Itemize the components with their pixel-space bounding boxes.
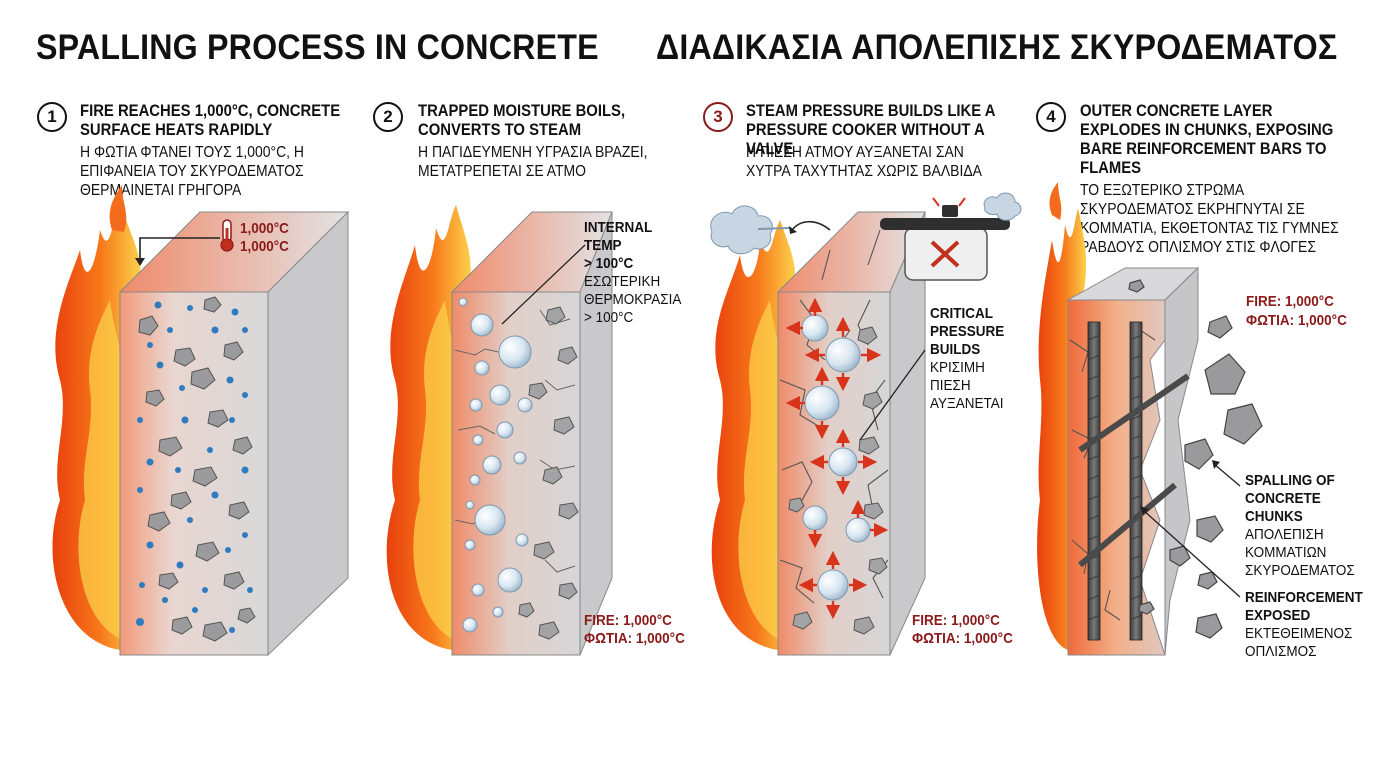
step-1-number: 1	[37, 102, 67, 132]
step-4-rebar-gr-2: ΟΠΛΙΣΜΟΣ	[1245, 643, 1317, 660]
panel-4-rebar-leader	[1142, 509, 1241, 598]
step-2-fire-gr: ΦΩΤΙΑ: 1,000°C	[584, 630, 685, 647]
step-3-label-en-1: CRITICAL	[930, 305, 993, 322]
step-4-spall-en-2: CONCRETE CHUNKS	[1245, 490, 1321, 525]
step-3-number: 3	[703, 102, 733, 132]
step-4-spall-gr-2: ΚΟΜΜΑΤΙΩΝ	[1245, 544, 1327, 561]
pressure-cooker-icon	[880, 192, 1022, 281]
step-4-fire-gr: ΦΩΤΙΑ: 1,000°C	[1246, 312, 1347, 329]
steam-puff-icon	[710, 205, 831, 255]
step-1-heading-en: FIRE REACHES 1,000°C, CONCRETE SURFACE H…	[80, 102, 341, 139]
step-3-fire-en: FIRE: 1,000°C	[912, 612, 1000, 629]
panel-3-fire	[711, 220, 796, 650]
step-4-heading-gr: ΤΟ ΕΞΩΤΕΡΙΚΟ ΣΤΡΩΜΑ ΣΚΥΡΟΔΕΜΑΤΟΣ ΕΚΡΗΓΝΥ…	[1080, 182, 1339, 256]
step-2-label-en-1: INTERNAL	[584, 219, 653, 236]
step-3-label-gr-1: ΚΡΙΣΙΜΗ ΠΙΕΣΗ	[930, 359, 985, 394]
panel-2-steam-bubbles	[458, 297, 533, 633]
step-4-rebar-gr-1: ΕΚΤΕΘΕΙΜΕΝΟΣ	[1245, 625, 1353, 642]
step-2-heading-en: TRAPPED MOISTURE BOILS, CONVERTS TO STEA…	[418, 102, 626, 139]
step-1-heading-gr: Η ΦΩΤΙΑ ΦΤΑΝΕΙ ΤΟΥΣ 1,000°C, Η ΕΠΙΦΑΝΕΙΑ…	[80, 144, 304, 199]
panel-1-thermometer-icon	[135, 219, 234, 266]
step-2-internal-temp-label: INTERNAL TEMP > 100°C ΕΣΩΤΕΡΙΚΗ ΘΕΡΜΟΚΡΑ…	[584, 219, 692, 327]
step-4-rebar-en-1: REINFORCEMENT	[1245, 589, 1363, 606]
panel-4-flying-chunks	[1128, 279, 1263, 639]
step-2-label-gr-1: ΕΣΩΤΕΡΙΚΗ	[584, 273, 661, 290]
step-3-label-en-3: BUILDS	[930, 341, 981, 358]
step-2-label-en-3: > 100°C	[584, 255, 634, 272]
panel-2-fire	[386, 205, 471, 650]
panel-2-aggregate	[518, 306, 579, 640]
panel-1-aggregate	[138, 296, 256, 642]
step-3-label-en-2: PRESSURE	[930, 323, 1005, 340]
panel-4-rebar-bars	[1078, 321, 1190, 641]
step-2-label-gr-3: > 100°C	[584, 309, 634, 326]
step-3-heading-gr: Η ΠΙΕΣΗ ΑΤΜΟΥ ΑΥΞΑΝΕΤΑΙ ΣΑΝ ΧΥΤΡΑ ΤΑΧΥΤΗ…	[746, 144, 982, 180]
step-4-spall-gr-3: ΣΚΥΡΟΔΕΜΑΤΟΣ	[1245, 562, 1355, 579]
step-2-number: 2	[373, 102, 403, 132]
step-2-label-en-2: TEMP	[584, 237, 622, 254]
step-4-number: 4	[1036, 102, 1066, 132]
panel-3-leader-line	[859, 349, 926, 441]
panel-4-spall-arrowhead	[1212, 460, 1220, 469]
step-2-fire-en: FIRE: 1,000°C	[584, 612, 672, 629]
step-4-spalling-label: SPALLING OF CONCRETE CHUNKS ΑΠΟΛΕΠΙΣΗ ΚΟ…	[1245, 472, 1367, 580]
step-2-heading-gr: Η ΠΑΓΙΔΕΥΜΕΝΗ ΥΓΡΑΣΙΑ ΒΡΑΖΕΙ, ΜΕΤΑΤΡΕΠΕΤ…	[418, 144, 648, 180]
step-4-spall-gr-1: ΑΠΟΛΕΠΙΣΗ	[1245, 526, 1324, 543]
step-3-label-gr-2: ΑΥΞΑΝΕΤΑΙ	[930, 395, 1004, 412]
panel-4-spall-leader	[1213, 463, 1241, 487]
panel-3-aggregate	[788, 326, 888, 635]
step-3-fire-gr: ΦΩΤΙΑ: 1,000°C	[912, 630, 1013, 647]
step-1-temp-1: 1,000°C	[240, 220, 289, 237]
title-english: SPALLING PROCESS IN CONCRETE	[36, 28, 599, 67]
step-4-fire-en: FIRE: 1,000°C	[1246, 293, 1334, 310]
step-1-temp-2: 1,000°C	[240, 238, 289, 255]
step-3-critical-pressure-label: CRITICAL PRESSURE BUILDS ΚΡΙΣΙΜΗ ΠΙΕΣΗ Α…	[930, 305, 1029, 413]
step-4-spall-en-1: SPALLING OF	[1245, 472, 1335, 489]
step-2-label-gr-2: ΘΕΡΜΟΚΡΑΣΙΑ	[584, 291, 682, 308]
panel-1-moisture-dots	[136, 301, 253, 633]
step-4-heading-en: OUTER CONCRETE LAYER EXPLODES IN CHUNKS,…	[1080, 102, 1334, 177]
step-3-heading-en: STEAM PRESSURE BUILDS LIKE A PRESSURE CO…	[746, 102, 995, 158]
panel-3-concrete-block	[776, 211, 926, 656]
panel-4-rebar-arrowhead	[1140, 506, 1149, 515]
step-4-rebar-label: REINFORCEMENT EXPOSED ΕΚΤΕΘΕΙΜΕΝΟΣ ΟΠΛΙΣ…	[1245, 589, 1363, 661]
panel-1-fire	[52, 185, 141, 650]
panel-3-pressure-arrows	[785, 297, 889, 620]
panel-2-leader-line	[501, 244, 586, 325]
title-greek: ΔΙΑΔΙΚΑΣΙΑ ΑΠΟΛΕΠΙΣΗΣ ΣΚΥΡΟΔΕΜΑΤΟΣ	[656, 28, 1338, 67]
step-4-rebar-en-2: EXPOSED	[1245, 607, 1311, 624]
panel-3-pressure-bubbles	[801, 314, 871, 601]
